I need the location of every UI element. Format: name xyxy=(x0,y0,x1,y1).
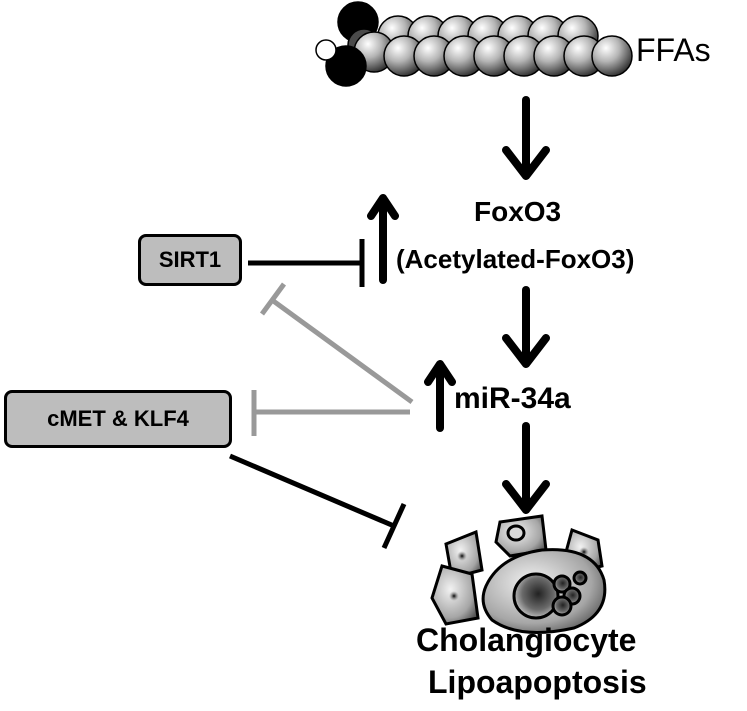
arrow-foxo3-to-mir34a xyxy=(502,286,550,368)
inhibition-mir34a-to-cmet xyxy=(251,390,410,436)
inhibition-mir34a-to-sirt1 xyxy=(259,282,414,405)
ffa-molecule-icon xyxy=(315,1,633,87)
foxo3-label: FoxO3 xyxy=(474,196,562,227)
up-arrow-mir34a-icon xyxy=(424,360,456,432)
cholangiocyte-label: Cholangiocyte xyxy=(416,622,637,658)
acetylated-foxo3-label: (Acetylated-FoxO3) xyxy=(396,244,635,274)
cholangiocyte-cells-icon xyxy=(430,514,607,634)
up-arrow-foxo3-icon xyxy=(367,194,399,284)
inhibition-sirt1-to-foxo3 xyxy=(248,239,365,287)
arrow-ffas-to-foxo3 xyxy=(502,96,550,180)
mir34a-label: miR-34a xyxy=(454,382,571,415)
inhibition-cmet-to-lipoapoptosis xyxy=(229,453,407,550)
sirt1-box: SIRT1 xyxy=(138,234,242,286)
ffas-label: FFAs xyxy=(636,32,711,68)
cmet-klf4-box: cMET & KLF4 xyxy=(4,390,232,448)
arrow-mir34a-to-lipoapoptosis xyxy=(502,422,550,514)
lipoapoptosis-label: Lipoapoptosis xyxy=(428,664,647,700)
